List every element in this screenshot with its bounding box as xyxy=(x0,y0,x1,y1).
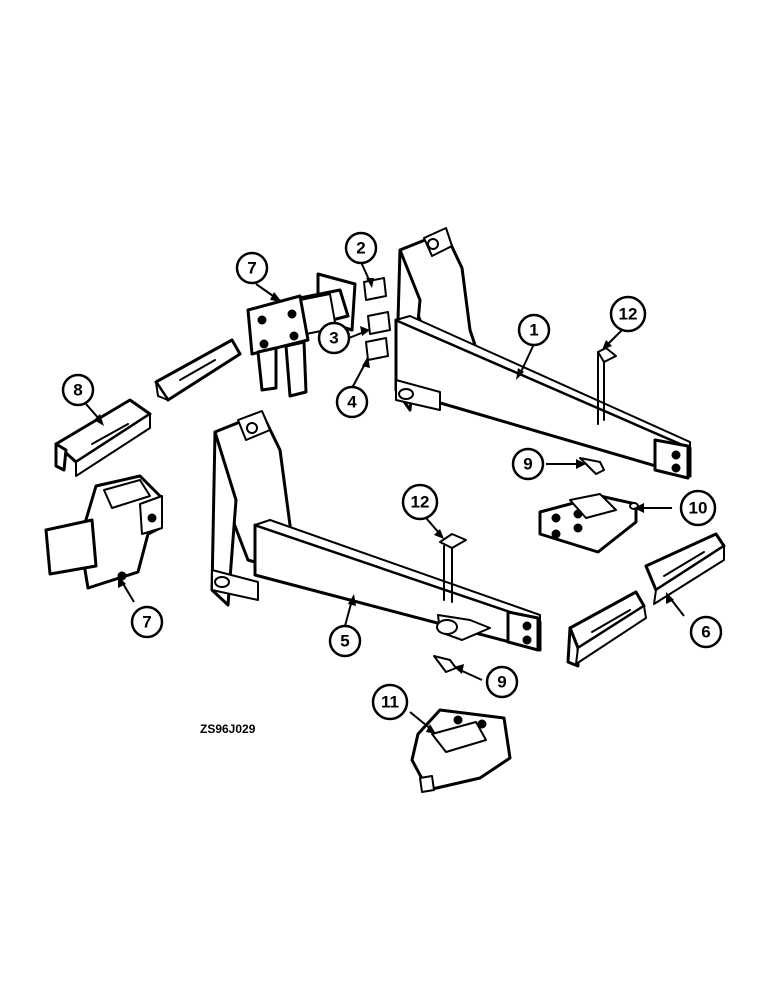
channel-pieces xyxy=(566,532,726,668)
socket-bracket-upper xyxy=(246,272,357,398)
svg-text:7: 7 xyxy=(247,259,256,278)
callout-9-upper: 9 xyxy=(511,447,545,481)
callout-10: 10 xyxy=(679,489,717,527)
callout-11: 11 xyxy=(371,683,409,721)
shim-plates xyxy=(363,277,391,361)
svg-text:11: 11 xyxy=(381,693,399,712)
svg-text:7: 7 xyxy=(142,613,151,632)
channel-plate xyxy=(54,338,242,477)
svg-text:4: 4 xyxy=(347,393,357,412)
svg-text:5: 5 xyxy=(340,632,349,651)
callout-8: 8 xyxy=(61,373,95,407)
svg-text:1: 1 xyxy=(529,321,538,340)
callout-3: 3 xyxy=(317,321,351,355)
svg-text:6: 6 xyxy=(701,623,710,642)
svg-text:3: 3 xyxy=(329,329,338,348)
callout-7-upper: 7 xyxy=(235,251,269,285)
mounting-bracket xyxy=(538,493,639,554)
svg-text:12: 12 xyxy=(619,305,638,324)
hitch-block xyxy=(410,708,512,793)
svg-text:8: 8 xyxy=(73,381,82,400)
clip-pin-upper xyxy=(579,457,605,475)
callout-6: 6 xyxy=(689,615,723,649)
svg-text:9: 9 xyxy=(497,673,506,692)
callout-7-lower: 7 xyxy=(130,605,164,639)
svg-text:9: 9 xyxy=(523,455,532,474)
callout-4: 4 xyxy=(335,385,369,419)
frame-arm-left xyxy=(210,410,542,652)
hitch-pin-lower xyxy=(439,533,467,603)
frame-arm-right xyxy=(394,227,692,480)
callout-12-upper: 12 xyxy=(609,295,647,333)
leader-lines xyxy=(85,261,685,734)
receiver-hitch-lower xyxy=(44,474,163,590)
callout-12-lower: 12 xyxy=(401,483,439,521)
callout-9-lower: 9 xyxy=(485,665,519,699)
svg-text:10: 10 xyxy=(689,499,708,518)
svg-text:2: 2 xyxy=(356,239,365,258)
callout-2: 2 xyxy=(344,231,378,265)
callout-1: 1 xyxy=(517,313,551,347)
svg-text:12: 12 xyxy=(411,493,430,512)
drawing-code: ZS96J029 xyxy=(200,722,256,736)
clip-pin-lower xyxy=(433,655,457,673)
callout-5: 5 xyxy=(328,624,362,658)
